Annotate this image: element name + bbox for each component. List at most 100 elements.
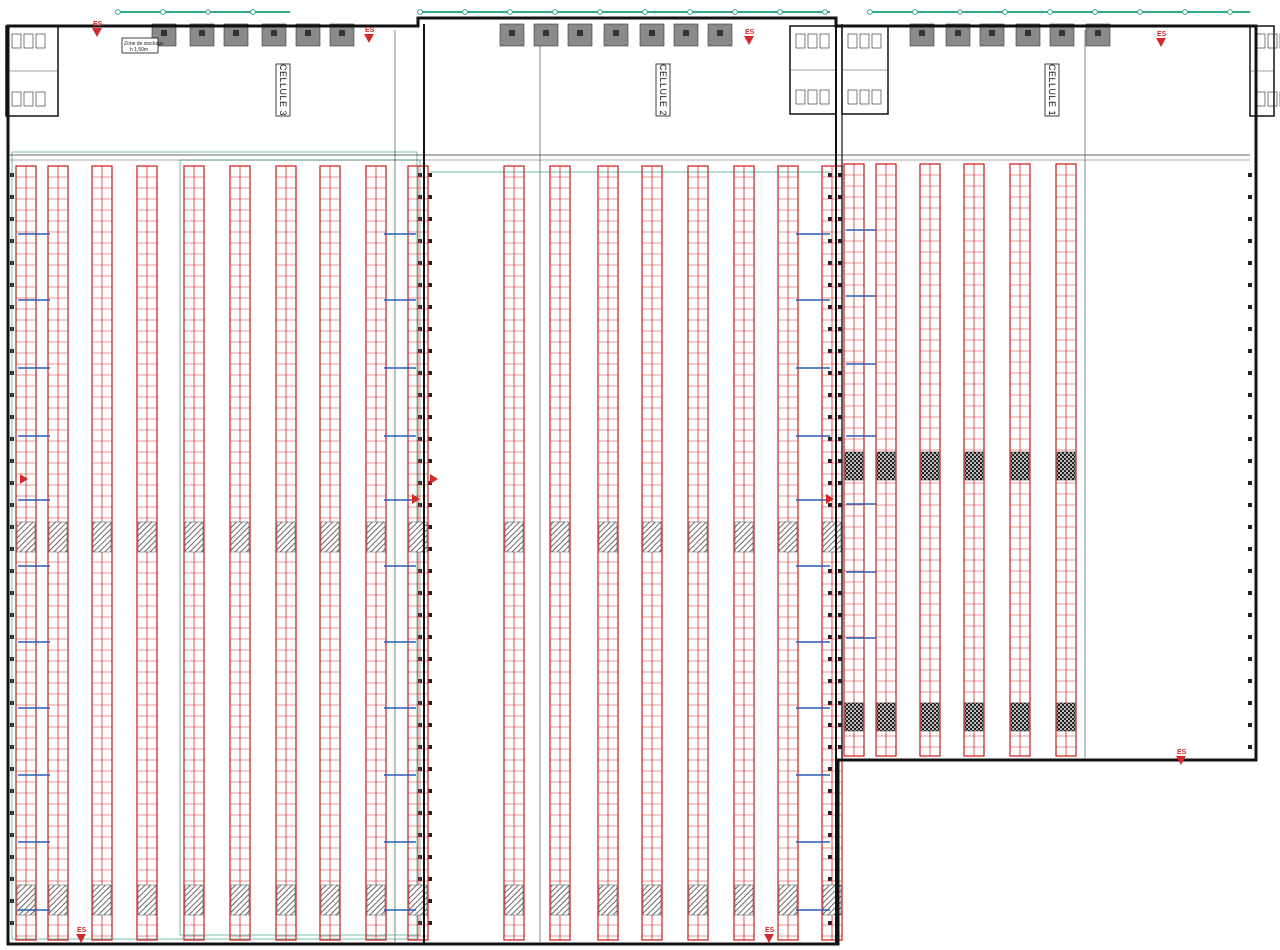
office-cell-2-b [841, 25, 889, 115]
column-post [828, 723, 832, 727]
exit-arrow [20, 474, 28, 484]
column-post [428, 591, 432, 595]
dock-cell-2 [639, 23, 665, 47]
dock-leveler [1025, 30, 1031, 36]
checker-zone [844, 702, 864, 732]
column-post [828, 569, 832, 573]
column-post [1248, 393, 1252, 397]
column-post [428, 767, 432, 771]
column-post [1248, 437, 1252, 441]
hatched-zone [598, 521, 618, 553]
hatched-zone [598, 884, 618, 916]
hatched-zone [642, 521, 662, 553]
column-post [428, 437, 432, 441]
column-post [428, 393, 432, 397]
column-post [828, 393, 832, 397]
rack-row [229, 165, 251, 941]
rack-row [687, 165, 709, 941]
dock-leveler [683, 30, 689, 36]
checker-zone [920, 702, 940, 732]
column-post [428, 855, 432, 859]
column-post [838, 283, 842, 287]
dock-leveler [339, 30, 345, 36]
storage-note-line1: Zone de stockage [124, 41, 164, 47]
storage-note: Zone de stockage h 1,50m [121, 37, 164, 54]
column-post [828, 833, 832, 837]
column-post [838, 701, 842, 705]
hatched-zone [276, 521, 296, 553]
hatched-zone [320, 884, 340, 916]
column-post [838, 305, 842, 309]
column-post [1248, 349, 1252, 353]
column-post [828, 811, 832, 815]
column-post [828, 217, 832, 221]
column-post [428, 195, 432, 199]
dock-cell-2 [603, 23, 629, 47]
column-post [1248, 745, 1252, 749]
column-post [828, 327, 832, 331]
hatched-zone [408, 884, 428, 916]
column-post [1248, 701, 1252, 705]
column-post [1248, 503, 1252, 507]
column-post [838, 217, 842, 221]
dock-leveler [161, 30, 167, 36]
dock-leveler [271, 30, 277, 36]
rack-row [319, 165, 341, 941]
dock-leveler [199, 30, 205, 36]
column-post [1248, 217, 1252, 221]
column-post [428, 569, 432, 573]
dock-cell-2 [707, 23, 733, 47]
hatched-zone [276, 884, 296, 916]
column-post [838, 657, 842, 661]
dock-leveler [543, 30, 549, 36]
rack-row [183, 165, 205, 941]
toilet-cubicle [23, 33, 34, 49]
column-post [1248, 481, 1252, 485]
checker-zone [1010, 451, 1030, 481]
column-post [838, 173, 842, 177]
sprinkler-head [1047, 9, 1053, 15]
dock-cell-3 [295, 23, 321, 47]
column-post [838, 745, 842, 749]
column-post [838, 349, 842, 353]
checker-zone [964, 451, 984, 481]
column-post [428, 261, 432, 265]
sprinkler-head [250, 9, 256, 15]
hatched-zone [778, 884, 798, 916]
cell-2-label-box: CELLULE 2 [655, 63, 671, 117]
column-post [828, 745, 832, 749]
column-post [838, 371, 842, 375]
column-post [838, 723, 842, 727]
column-post [1248, 679, 1252, 683]
hatched-zone [16, 521, 36, 553]
column-post [838, 327, 842, 331]
storage-note-line2: h 1,50m [130, 47, 148, 53]
dock-cell-3 [189, 23, 215, 47]
hatched-zone [366, 521, 386, 553]
column-post [428, 547, 432, 551]
locker [1267, 91, 1278, 107]
column-post [828, 349, 832, 353]
sprinkler-head [1092, 9, 1098, 15]
dock-cell-2 [567, 23, 593, 47]
hatched-zone [230, 884, 250, 916]
column-post [838, 591, 842, 595]
exit-triangle [364, 34, 374, 43]
exit-sign: ES [744, 29, 755, 45]
column-post [828, 613, 832, 617]
cell-3-label-box: CELLULE 3 [275, 63, 291, 117]
office-blocks [5, 25, 1280, 117]
sprinkler-head [462, 9, 468, 15]
column-post [828, 371, 832, 375]
aisle-markers [18, 229, 876, 911]
hatched-zone [137, 884, 157, 916]
column-post [828, 481, 832, 485]
checker-zone [920, 451, 940, 481]
locker [807, 89, 818, 105]
exit-sign: ES [1156, 31, 1167, 47]
rack-row [503, 165, 525, 941]
column-post [828, 261, 832, 265]
hatched-zone [688, 884, 708, 916]
hatched-zone [550, 884, 570, 916]
